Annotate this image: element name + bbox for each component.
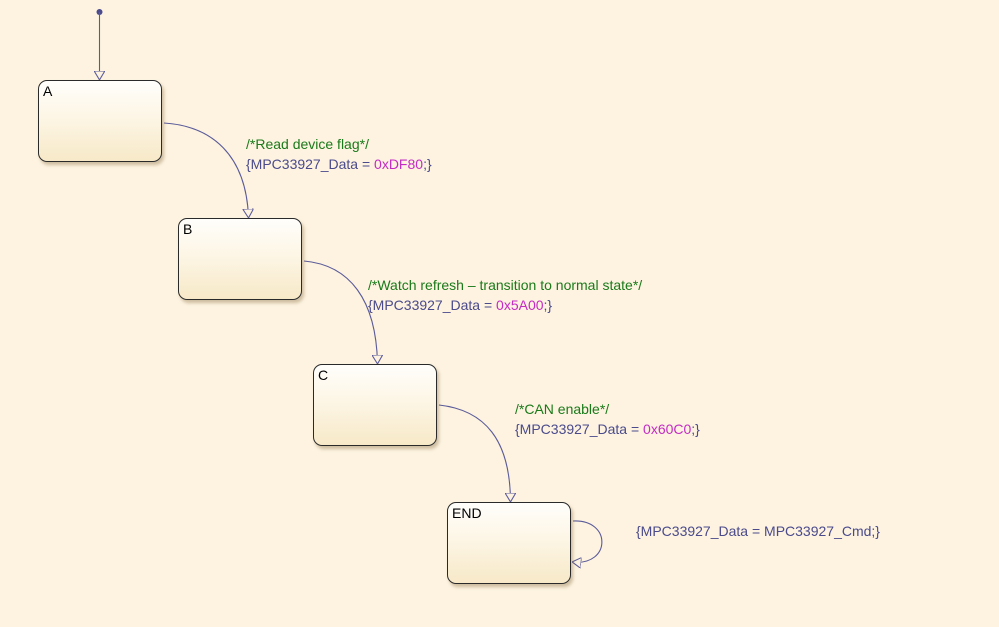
transition-c-to-end[interactable] xyxy=(438,404,511,501)
transition-c-to-end-action-value: 0x60C0 xyxy=(643,421,692,437)
transition-end-self-loop-action: {MPC33927_Data = MPC33927_Cmd;} xyxy=(636,523,880,539)
state-end[interactable]: END xyxy=(447,502,571,584)
transition-end-self-loop-label[interactable]: {MPC33927_Data = MPC33927_Cmd;} xyxy=(636,521,880,541)
transition-a-to-b[interactable] xyxy=(163,122,249,217)
transition-c-to-end-action-suffix: ;} xyxy=(691,421,700,437)
transition-c-to-end-action-prefix: {MPC33927_Data = xyxy=(515,421,644,437)
transition-a-to-b-action-prefix: {MPC33927_Data = xyxy=(246,156,375,172)
state-a-name: A xyxy=(43,83,53,99)
transition-b-to-c-action: {MPC33927_Data = 0x5A00;} xyxy=(368,295,642,315)
state-c[interactable]: C xyxy=(313,364,437,446)
transition-b-to-c-label[interactable]: /*Watch refresh – transition to normal s… xyxy=(368,275,642,315)
transition-end-self-loop[interactable] xyxy=(573,520,603,562)
transition-a-to-b-action-value: 0xDF80 xyxy=(374,156,424,172)
state-end-name: END xyxy=(452,505,482,521)
transition-a-to-b-action-suffix: ;} xyxy=(423,156,432,172)
state-b[interactable]: B xyxy=(178,218,302,300)
state-b-name: B xyxy=(183,221,193,237)
transition-c-to-end-comment: /*CAN enable*/ xyxy=(515,401,610,417)
state-a[interactable]: A xyxy=(38,80,162,162)
transition-a-to-b-comment: /*Read device flag*/ xyxy=(246,136,369,152)
transition-b-to-c-action-value: 0x5A00 xyxy=(496,297,544,313)
transition-c-to-end-action: {MPC33927_Data = 0x60C0;} xyxy=(515,419,700,439)
transition-b-to-c[interactable] xyxy=(303,260,378,363)
state-c-name: C xyxy=(318,367,329,383)
transition-b-to-c-action-prefix: {MPC33927_Data = xyxy=(368,297,497,313)
transition-a-to-b-action: {MPC33927_Data = 0xDF80;} xyxy=(246,154,432,174)
transition-c-to-end-label[interactable]: /*CAN enable*/ {MPC33927_Data = 0x60C0;} xyxy=(515,399,700,439)
transition-a-to-b-label[interactable]: /*Read device flag*/ {MPC33927_Data = 0x… xyxy=(246,134,432,174)
transition-b-to-c-comment: /*Watch refresh – transition to normal s… xyxy=(368,277,643,293)
transition-b-to-c-action-suffix: ;} xyxy=(543,297,553,313)
